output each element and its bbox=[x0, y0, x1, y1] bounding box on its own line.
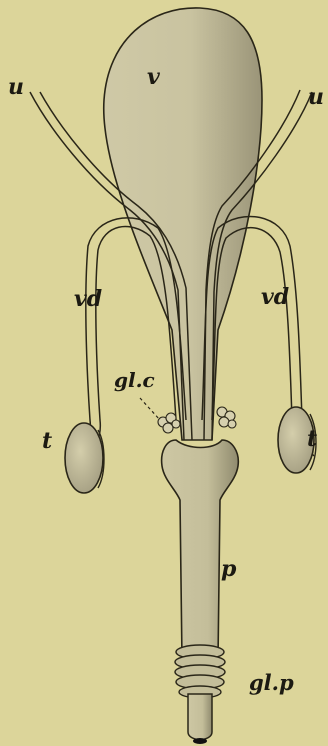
testis-left bbox=[65, 423, 104, 493]
penis-shape bbox=[162, 440, 239, 660]
label-ureter-right: u bbox=[308, 86, 324, 108]
prepuce-coil bbox=[175, 645, 225, 698]
label-bladder: v bbox=[147, 66, 160, 88]
label-penis: p bbox=[221, 558, 236, 580]
label-testis-right: t bbox=[307, 428, 317, 450]
label-vas-deferens-left: vd bbox=[74, 288, 102, 310]
label-vas-deferens-right: vd bbox=[261, 286, 289, 308]
label-testis-left: t bbox=[42, 430, 52, 452]
label-ureter-left: u bbox=[8, 76, 24, 98]
label-cowpers-glands: gl.c bbox=[114, 370, 155, 390]
gl-c-leader-line bbox=[140, 398, 160, 420]
glans-shape bbox=[188, 694, 212, 740]
glans-tip bbox=[193, 738, 207, 744]
label-glans-penis: gl.p bbox=[249, 672, 294, 693]
